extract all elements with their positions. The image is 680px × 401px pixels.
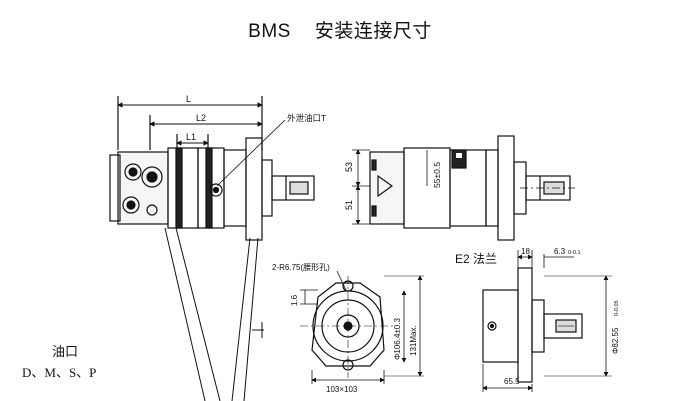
- model-name: BMS: [248, 21, 291, 42]
- page-title: BMS 安装连接尺寸: [0, 16, 680, 43]
- oil-ports-title: 油口: [52, 344, 79, 359]
- slot-holes-label: 2-R6.75(腰形孔): [272, 263, 330, 272]
- flange-side-view: [482, 250, 612, 392]
- dim-53-label: 53: [344, 162, 354, 172]
- title-text: 安装连接尺寸: [314, 21, 432, 42]
- motor-side-view: [109, 96, 315, 401]
- dim-L2-label: L2: [196, 113, 206, 123]
- dim-shaft-diameter-label: Φ82.55: [611, 327, 620, 354]
- motor-top-view: [352, 135, 575, 241]
- dim-pilot-diameter-label: Φ106.4±0.3: [393, 318, 402, 360]
- dim-55-label: 55±0.5: [432, 162, 442, 188]
- dim-103-label: 103×103: [326, 385, 358, 394]
- dim-6-3-tolerance: 0-0.1: [568, 250, 581, 256]
- dim-65-5-label: 65.5: [504, 377, 520, 386]
- e2-flange-label: E2 法兰: [455, 252, 497, 266]
- oil-ports-types: D、M、S、P: [22, 365, 97, 380]
- dim-L-label: L: [186, 94, 191, 104]
- drain-port-label: 外泄油口T: [287, 113, 326, 123]
- dim-6-3-label: 6.3: [554, 247, 566, 256]
- dim-131-label: 131Max.: [409, 325, 418, 356]
- flange-front-view: [300, 270, 424, 384]
- dim-18-label: 18: [521, 247, 530, 256]
- dim-51-label: 51: [344, 200, 354, 210]
- dim-shaft-tolerance: 0-0.05: [614, 300, 620, 316]
- dim-1-6-label: 1.6: [290, 294, 299, 306]
- dim-L1-label: L1: [186, 132, 196, 142]
